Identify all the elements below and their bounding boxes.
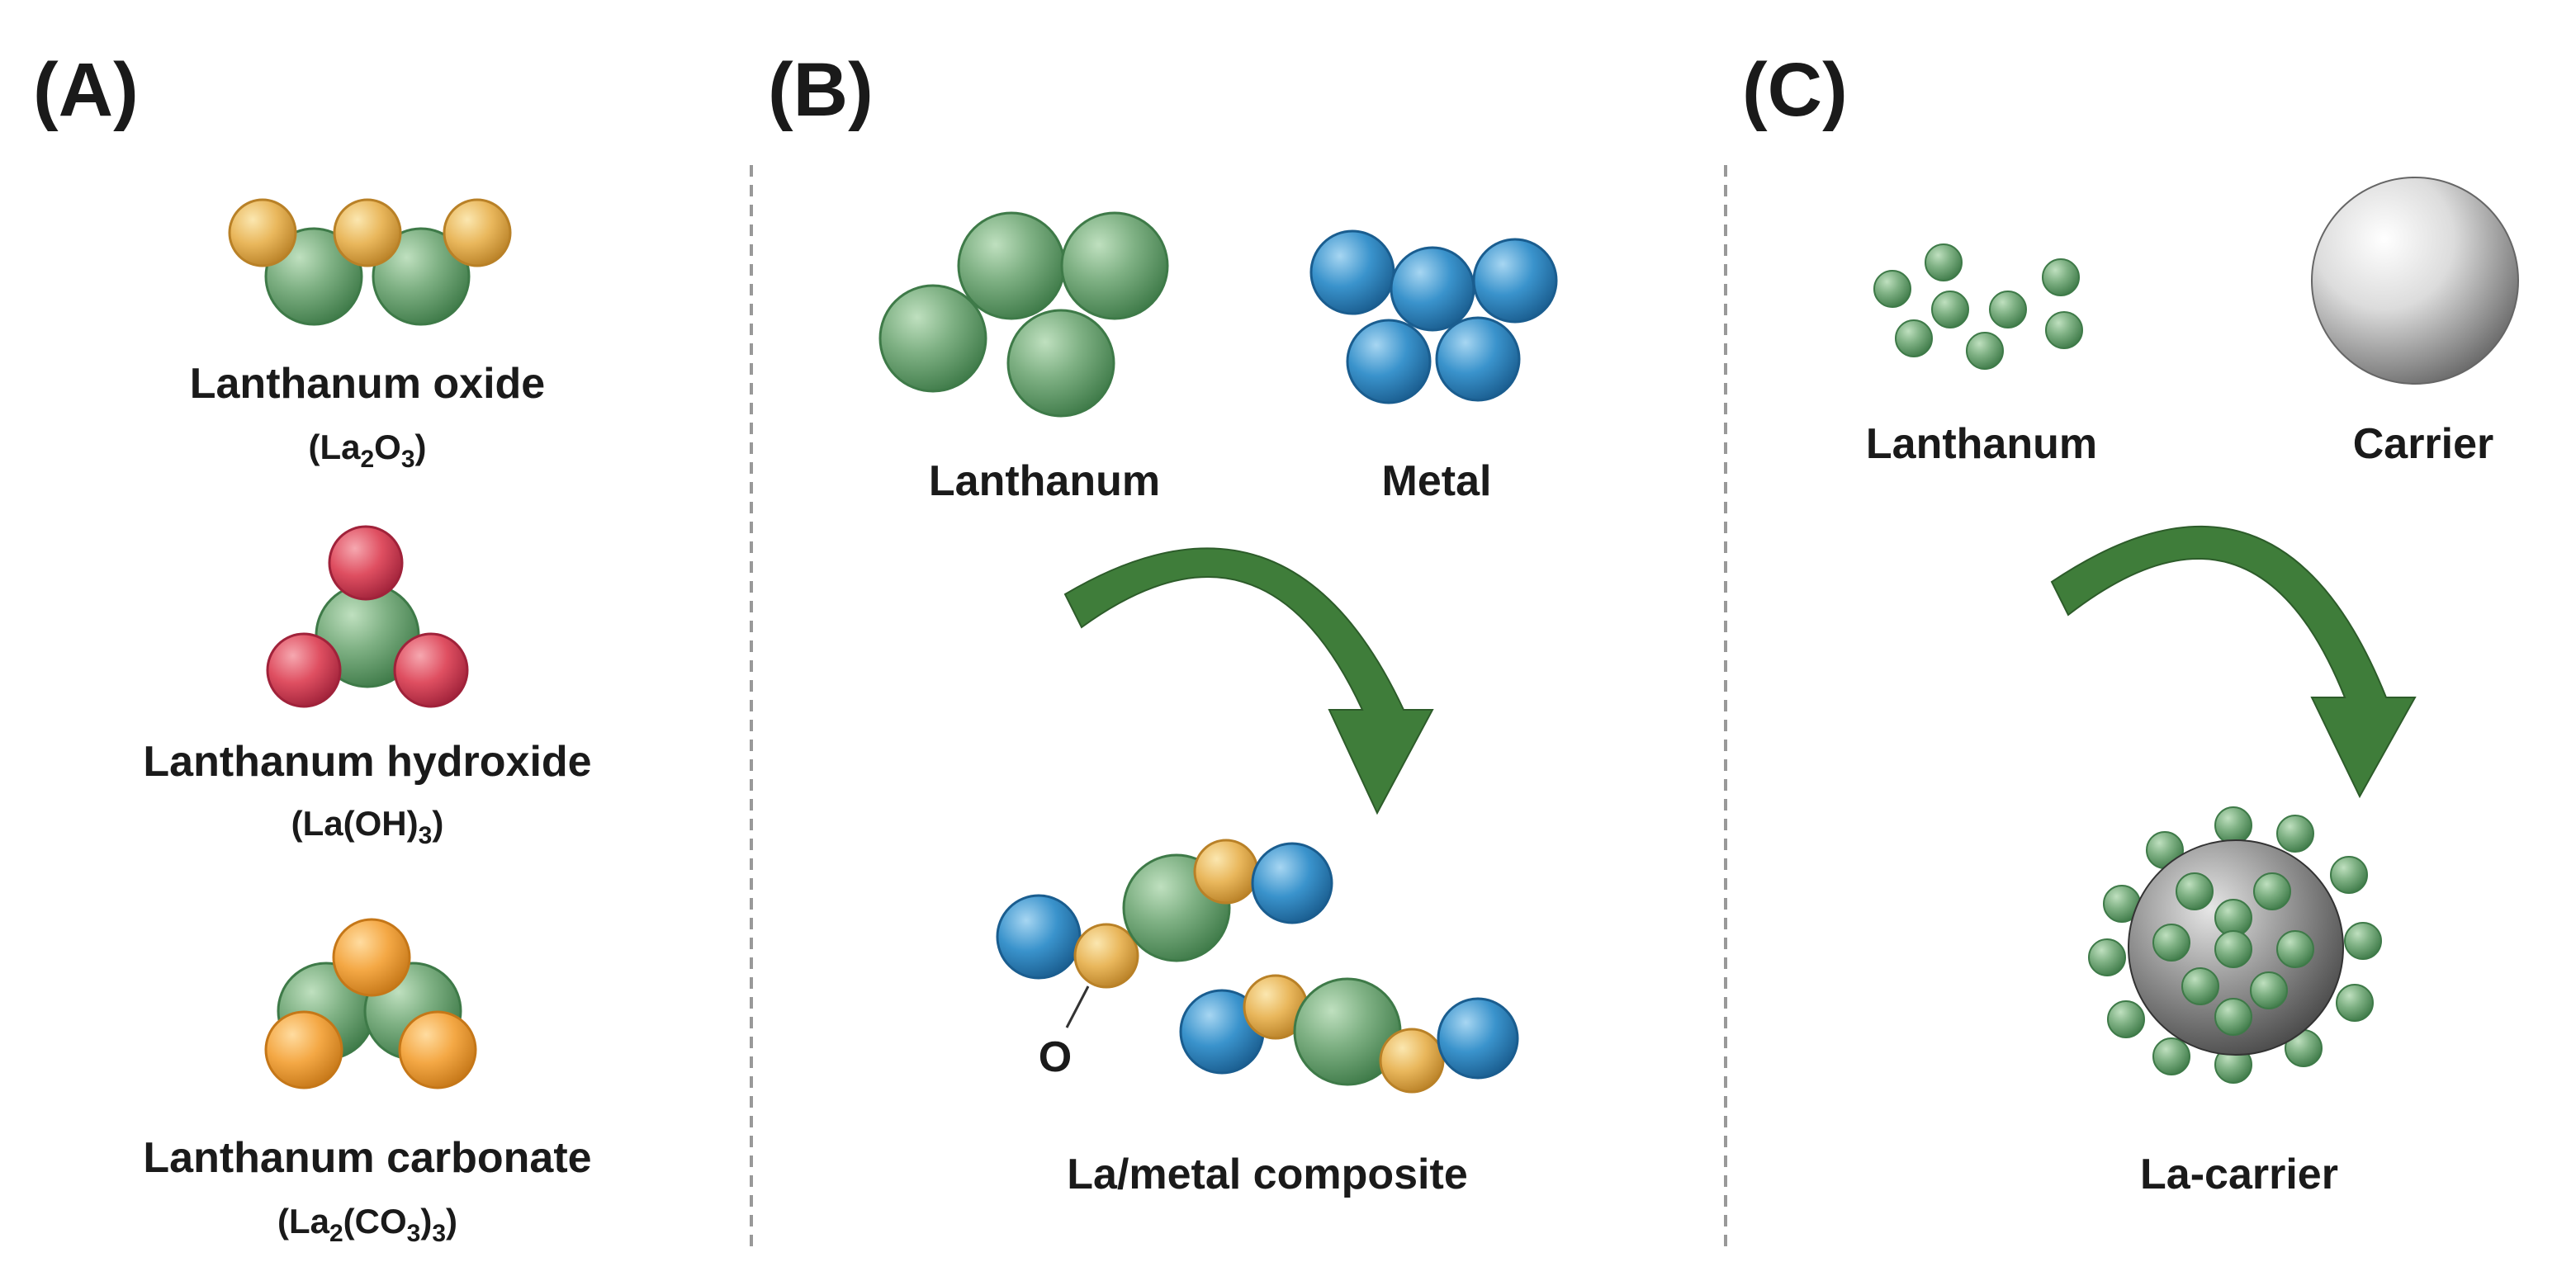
lanthanum-hydroxide-formula: (La(OH)3): [291, 804, 444, 849]
lanthanum-label-c: Lanthanum: [1866, 420, 2097, 468]
panel-b: (B) Lanthanum Metal: [768, 48, 1558, 1198]
la-carrier-label: La-carrier: [2140, 1151, 2338, 1198]
panel-b-letter: (B): [768, 48, 874, 132]
la-metal-composite-label: La/metal composite: [1067, 1151, 1467, 1198]
lanthanum-cluster: [878, 211, 1169, 418]
oxygen-pointer-line: [1065, 985, 1090, 1028]
la-carrier-composite: [2088, 806, 2382, 1084]
lanthanum-carbonate-label: Lanthanum carbonate: [143, 1134, 591, 1182]
oxygen-label: O: [1039, 1033, 1072, 1081]
lanthanum-hydroxide-label: Lanthanum hydroxide: [143, 738, 591, 786]
panel-c: (C) Lanthanum Carrier: [1742, 48, 2519, 1198]
panel-a-letter: (A): [33, 48, 139, 132]
lanthanum-oxide-label: Lanthanum oxide: [190, 360, 545, 408]
panel-a: (A) Lanthanum oxide (La2O3) Lanthanum hy…: [33, 48, 592, 1247]
lanthanum-hydroxide-molecule: [266, 525, 469, 708]
carrier-label: Carrier: [2353, 420, 2494, 468]
la-metal-composite-2: [1179, 974, 1519, 1094]
lanthanum-carbonate-formula: (La2(CO3)3): [277, 1202, 457, 1247]
lanthanum-oxide-formula: (La2O3): [308, 428, 426, 473]
curved-arrow-c: [2050, 525, 2417, 799]
lanthanum-oxide-molecule: [228, 198, 512, 326]
lanthanum-carbonate-molecule: [264, 918, 477, 1089]
curved-arrow-b: [1063, 547, 1434, 815]
lanthanum-label: Lanthanum: [929, 457, 1160, 505]
panel-c-letter: (C): [1742, 48, 1848, 132]
lanthanum-particles: [1873, 243, 2083, 370]
metal-label: Metal: [1382, 457, 1492, 505]
la-metal-composite-1: [996, 839, 1333, 989]
metal-cluster: [1309, 229, 1558, 404]
carrier-sphere: [2311, 177, 2519, 385]
